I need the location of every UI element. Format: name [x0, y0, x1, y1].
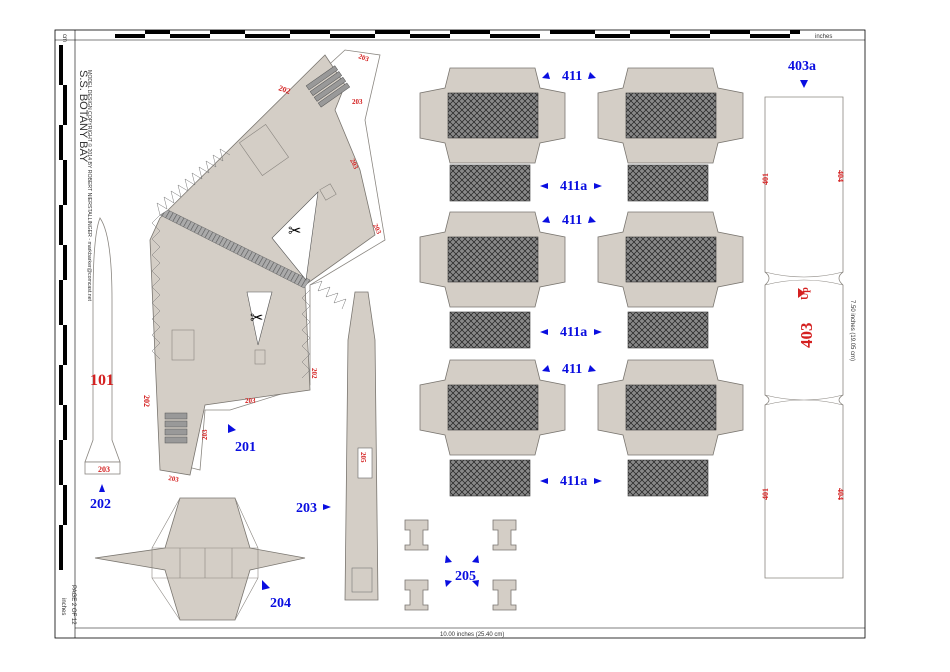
part-411-trays	[419, 67, 744, 456]
svg-text:403a: 403a	[788, 59, 816, 74]
callout-411-3: 411	[542, 362, 596, 377]
svg-text:201: 201	[235, 440, 256, 455]
callout-411-2: 411	[542, 213, 596, 228]
svg-text:202: 202	[90, 497, 111, 512]
part-205-tabs	[404, 519, 517, 611]
callout-411-1: 411	[542, 69, 596, 84]
scissors-icon: ✂	[250, 310, 263, 327]
part-204-piece	[94, 497, 306, 621]
callout-204: 204	[262, 580, 291, 611]
callout-205: 205	[445, 555, 479, 587]
label-404-top: 404	[836, 170, 845, 182]
callout-411a-3: 411a	[540, 474, 602, 489]
label-401-top: 401	[761, 173, 770, 185]
ruler-cm-label: cm	[61, 34, 67, 42]
bottom-ruler-label: 10.00 inches (25.40 cm)	[440, 632, 504, 638]
label-404-bottom: 404	[836, 488, 845, 500]
label-up: Up	[800, 287, 811, 300]
svg-text:411a: 411a	[560, 179, 587, 194]
part-101-tab	[84, 461, 121, 475]
label-203-side: 203	[352, 98, 363, 106]
svg-text:411: 411	[562, 213, 582, 228]
svg-text:411a: 411a	[560, 325, 587, 340]
part-411a-panels	[449, 164, 709, 497]
label-401-bottom: 401	[761, 488, 770, 500]
label-101: 101	[90, 372, 114, 389]
label-403: 403	[797, 323, 816, 349]
ruler-inches-label: inches	[815, 34, 832, 40]
up-arrow-icon	[798, 288, 805, 298]
part-201-wing	[149, 49, 386, 476]
top-ruler	[115, 30, 800, 38]
svg-text:411: 411	[562, 362, 582, 377]
label-203-edge: 203	[348, 157, 360, 170]
callout-411a-2: 411a	[540, 325, 602, 340]
label-203-tab: 203	[98, 465, 110, 474]
callout-403a: 403a	[788, 59, 816, 88]
svg-text:411a: 411a	[560, 474, 587, 489]
units-label: inches	[60, 598, 66, 615]
left-ruler	[59, 45, 67, 570]
svg-text:204: 204	[270, 596, 291, 611]
label-202-left: 202	[142, 395, 151, 407]
part-205-strip	[344, 291, 379, 601]
part-403-hull	[764, 96, 844, 579]
callout-411a-1: 411a	[540, 179, 602, 194]
label-205-strip: 205	[359, 452, 367, 463]
svg-text:203: 203	[296, 501, 317, 516]
callout-201: 201	[228, 424, 256, 455]
model-title: S.S. BOTANY BAY	[77, 70, 89, 163]
svg-text:411: 411	[562, 69, 582, 84]
callout-202: 202	[90, 484, 111, 512]
label-203-top: 203	[357, 52, 370, 63]
label-202-right: 202	[310, 368, 318, 379]
label-203-edge2: 203	[371, 222, 383, 235]
scissors-icon: ✂	[288, 223, 301, 240]
svg-text:205: 205	[455, 569, 476, 584]
page-number: PAGE 2 OF 12	[70, 585, 76, 625]
label-203-bottom: 203	[168, 474, 180, 484]
label-203-lower: 203	[245, 397, 256, 405]
callout-203: 203	[296, 501, 331, 516]
label-202-top: 202	[277, 83, 291, 96]
copyright-text: MODEL DESIGN COPYRIGHT © 2014 BY ROBERT …	[86, 70, 93, 302]
right-ruler-label: 7.50 inches (19.05 cm)	[849, 300, 855, 361]
label-203-notch: 203	[201, 429, 209, 440]
